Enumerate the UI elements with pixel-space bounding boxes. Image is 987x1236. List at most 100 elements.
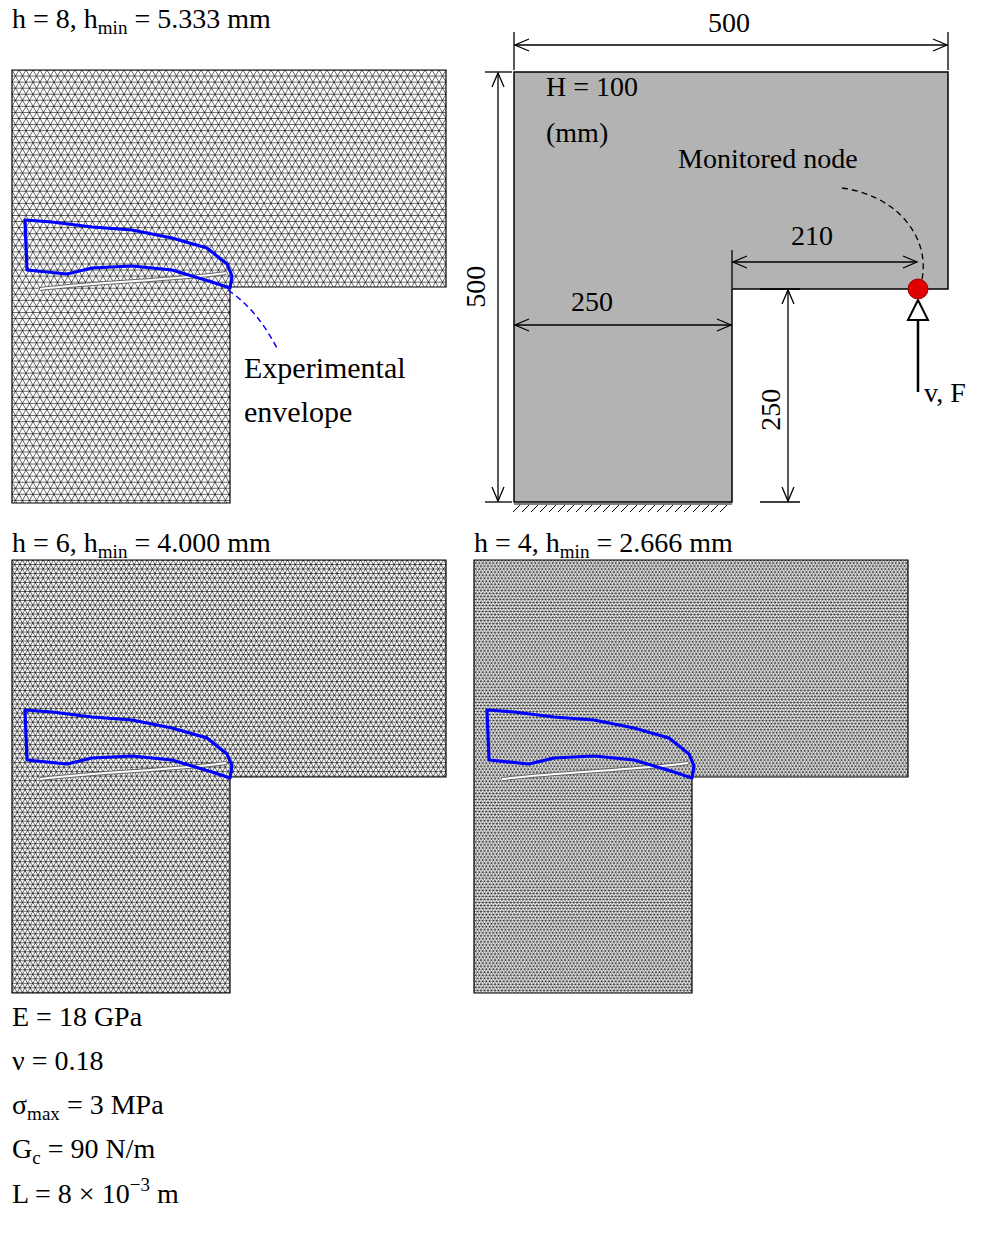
dimension-arrowhead (515, 39, 529, 51)
text-label: 500 (459, 266, 493, 308)
support-hatch (702, 505, 709, 512)
dimension-arrowhead (717, 319, 731, 331)
extension-line (731, 250, 732, 288)
support-hatch (594, 505, 601, 512)
extension-line (760, 288, 800, 289)
label-text: 210 (791, 220, 833, 251)
label-text: G (12, 1133, 32, 1164)
support-hatch (513, 505, 520, 512)
experimental-envelope (487, 710, 694, 778)
text-label: 210 (791, 219, 833, 253)
text-label: E = 18 GPa (12, 1000, 142, 1034)
label-text: h = 6, h (12, 527, 98, 558)
extension-line (513, 32, 514, 70)
support-hatch (567, 505, 574, 512)
text-label: Experimental envelope (244, 346, 459, 434)
subscript: min (98, 17, 128, 38)
label-text: 500 (708, 7, 750, 38)
text-label: Monitored node (678, 142, 858, 176)
support-hatch (666, 505, 673, 512)
force-arrow (917, 318, 920, 392)
dimension-arrowhead (492, 73, 504, 87)
panel-geometry (514, 72, 948, 502)
leader-line (842, 188, 923, 279)
force-arrowhead (908, 300, 928, 320)
extension-line (760, 501, 800, 502)
support-hatch (639, 505, 646, 512)
support-hatch (531, 505, 538, 512)
label-text: σ (12, 1089, 27, 1120)
extension-line (485, 501, 512, 502)
label-text: 250 (755, 389, 786, 431)
support-hatch (684, 505, 691, 512)
superscript: −3 (130, 1174, 150, 1195)
dimension-arrowhead (515, 319, 529, 331)
fe-mesh (0, 70, 987, 513)
support-hatch (514, 503, 732, 504)
dimension-arrowhead (933, 39, 947, 51)
support-hatch (621, 505, 628, 512)
extension-line (947, 32, 948, 70)
dimension-line (515, 324, 731, 325)
dimension-arrowhead (492, 487, 504, 501)
mesh-border (12, 560, 446, 993)
label-text: 500 (460, 266, 491, 308)
monitored-node (908, 279, 928, 299)
dimension-arrowhead (733, 256, 747, 268)
support-hatch (585, 505, 592, 512)
text-label: v, F (924, 376, 966, 410)
label-text: = 4.000 mm (134, 527, 270, 558)
label-text: Monitored node (678, 143, 858, 174)
label-text: (mm) (546, 117, 608, 148)
mesh-border (12, 70, 446, 503)
fe-mesh (0, 560, 987, 1002)
label-text: = 90 N/m (48, 1133, 156, 1164)
experimental-envelope (25, 710, 232, 778)
text-label: Gc = 90 N/m (12, 1132, 155, 1170)
label-text: = 3 MPa (67, 1089, 164, 1120)
text-label: 500 (708, 6, 750, 40)
extension-line (485, 71, 512, 72)
text-label: 250 (571, 285, 613, 319)
label-text: = 2.666 mm (596, 527, 732, 558)
label-text: = 5.333 mm (134, 3, 270, 34)
support-hatch (648, 505, 655, 512)
dimension-line (515, 44, 947, 45)
label-text: h = 8, h (12, 3, 98, 34)
label-text: h = 4, h (474, 527, 560, 558)
text-label: h = 6, hmin = 4.000 mm (12, 526, 271, 564)
dimension-arrowhead (782, 290, 794, 304)
support-hatch (711, 505, 718, 512)
text-label: H = 100 (546, 70, 638, 104)
label-text: E = 18 GPa (12, 1001, 142, 1032)
support-hatch (576, 505, 583, 512)
support-hatch (720, 505, 727, 512)
support-hatch (612, 505, 619, 512)
support-hatch (603, 505, 610, 512)
dimension-line (733, 261, 917, 262)
support-hatch (630, 505, 637, 512)
subscript: min (560, 541, 590, 562)
subscript: min (98, 541, 128, 562)
text-label: σmax = 3 MPa (12, 1088, 164, 1126)
label-text: H = 100 (546, 71, 638, 102)
dimension-arrowhead (903, 256, 917, 268)
label-text: ν = 0.18 (12, 1045, 103, 1076)
mesh-border (474, 560, 908, 993)
support-hatch (540, 505, 547, 512)
label-text: 250 (571, 286, 613, 317)
label-text: L = 8 × 10 (12, 1178, 130, 1209)
leader-line (228, 290, 278, 350)
label-text: Experimental envelope (244, 351, 406, 428)
support-hatch (558, 505, 565, 512)
subscript: max (27, 1103, 60, 1124)
label-text: v, F (924, 377, 966, 408)
support-hatch (657, 505, 664, 512)
support-hatch (522, 505, 529, 512)
text-label: (mm) (546, 116, 608, 150)
text-label: ν = 0.18 (12, 1044, 103, 1078)
subscript: c (32, 1147, 40, 1168)
text-label: 250 (754, 389, 788, 431)
support-hatch (675, 505, 682, 512)
